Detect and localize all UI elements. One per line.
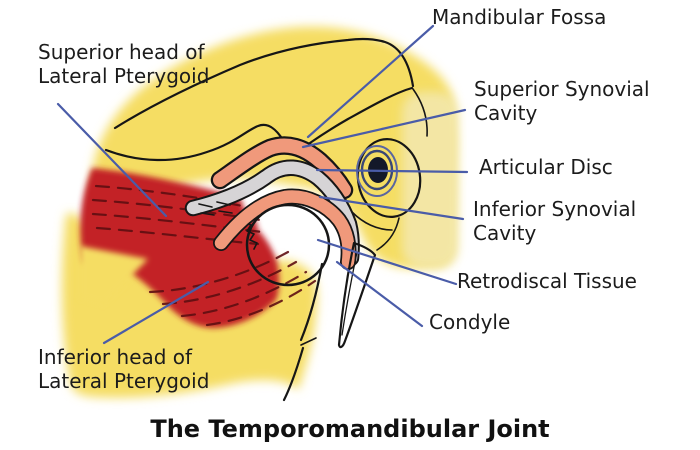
- label-articular-disc: Articular Disc: [479, 155, 613, 179]
- figure-title: The Temporomandibular Joint: [150, 415, 550, 443]
- label-superior-head: Superior head of Lateral Pterygoid: [38, 40, 210, 88]
- leader-inferior-head: [102, 280, 210, 345]
- condyle-head: [245, 203, 331, 287]
- neck-notch-mark: [300, 337, 317, 346]
- muscle-body: [80, 168, 280, 328]
- leader-condyle: [335, 260, 424, 328]
- leader-mandibular-fossa: [306, 24, 435, 139]
- leader-articular-disc: [315, 168, 469, 174]
- condyle-neck-posterior-border: [299, 262, 324, 342]
- styloid-process-shape: [337, 241, 377, 349]
- muscle-striations: [91, 184, 317, 327]
- label-condyle: Condyle: [429, 310, 511, 334]
- notch-between-muscle-heads: [80, 246, 148, 304]
- condyle-and-neck: [245, 203, 331, 402]
- leader-superior-head: [56, 102, 168, 218]
- ear-crest-contour: [412, 88, 428, 137]
- leader-retrodiscal: [316, 238, 458, 286]
- label-inferior-synovial: Inferior Synovial Cavity: [473, 197, 637, 245]
- styloid-inner-line: [341, 251, 358, 336]
- label-superior-synovial: Superior Synovial Cavity: [474, 77, 650, 125]
- styloid-process: [337, 241, 377, 349]
- leader-superior-synovial: [301, 108, 467, 149]
- lateral-pterygoid-muscle: [80, 168, 317, 328]
- skull-top-contour: [113, 37, 415, 130]
- ramus-posterior-border: [282, 346, 305, 402]
- ear-canal: [351, 138, 422, 251]
- superior-synovial-cavity-band: [213, 138, 351, 197]
- leader-lines: [56, 24, 469, 345]
- pale-bone-area: [402, 92, 458, 268]
- label-retrodiscal: Retrodiscal Tissue: [457, 269, 637, 293]
- label-mandibular-fossa: Mandibular Fossa: [432, 5, 607, 29]
- joint-bands: [184, 136, 360, 270]
- tendon-stripe-marks: [198, 201, 233, 216]
- below-ear-arc-2: [376, 217, 400, 251]
- leader-inferior-synovial: [318, 195, 465, 221]
- below-ear-arc-1: [351, 211, 393, 231]
- inferior-synovial-cavity-band: [214, 190, 355, 269]
- label-inferior-head: Inferior head of Lateral Pterygoid: [38, 345, 210, 393]
